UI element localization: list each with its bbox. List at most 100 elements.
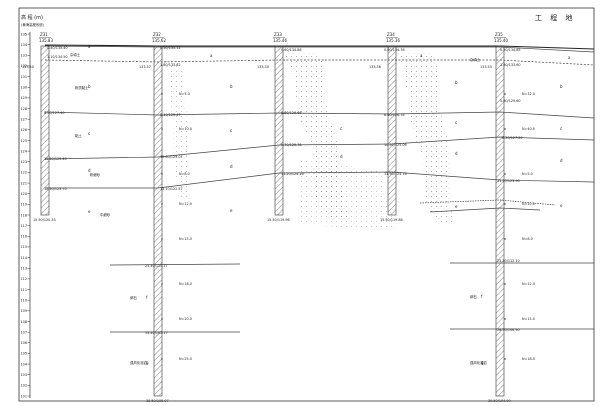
side-elevation-mark: 133.30	[257, 65, 269, 69]
spt-sample-marker	[504, 173, 506, 175]
stratum-label-c: c	[230, 128, 232, 133]
spt-n-value: 20.0	[184, 317, 192, 321]
stratum-label-d: d	[88, 168, 91, 173]
borehole-id: Z31	[40, 32, 48, 37]
layer-name-mudstone-right: 强风化泥岩	[470, 360, 488, 365]
axis-tick-label: 114	[21, 256, 27, 260]
axis-tick-label: 127	[21, 117, 27, 121]
spt-blow-count: N=10.0	[179, 127, 192, 131]
spt-blow-count: N=10.0	[522, 202, 535, 206]
spt-sample-marker	[161, 318, 163, 320]
stratum-label-a: a	[568, 55, 571, 60]
spt-n-prefix: N=	[179, 237, 185, 241]
borehole-final-depth: 30.50/105.07	[146, 399, 169, 403]
borehole-elevation: 135.83	[39, 38, 53, 43]
borehole-final-depth: 15.50/120.33	[33, 218, 56, 222]
stratum-label-b: b	[230, 84, 233, 89]
strata-texture	[165, 52, 455, 230]
axis-tick-label: 102	[21, 384, 27, 388]
borehole-id: Z33	[274, 32, 282, 37]
axis-tick-label: 119	[21, 203, 27, 207]
stratum-boundaries	[44, 45, 595, 333]
layer-name-gravel-right: 卵石	[470, 294, 477, 299]
stratum-label-d: d	[230, 164, 233, 169]
axis-tick-label: 131	[21, 75, 27, 79]
axis-tick-label: 105	[21, 352, 27, 356]
borehole-final-depth: 15.50/119.86	[380, 218, 403, 222]
spt-blow-count: N=18.0	[522, 357, 535, 361]
borehole-elevation: 135.62	[152, 38, 166, 43]
axis-tick-label: 132	[21, 64, 27, 68]
spt-blow-count: N=12.0	[522, 282, 535, 286]
axis-tick-label: 113	[21, 267, 27, 271]
spt-sample-marker	[161, 203, 163, 205]
spt-n-prefix: N=	[522, 127, 528, 131]
spt-n-prefix: N=	[522, 172, 528, 176]
axis-tick-label: 116	[21, 235, 27, 239]
spt-sample-marker	[161, 128, 163, 130]
depth-note-z31: 12.50/123.70	[44, 187, 67, 191]
spt-n-value: 10.0	[184, 127, 192, 131]
spt-n-value: 25.0	[184, 357, 192, 361]
axis-tick-label: 129	[21, 96, 27, 100]
axis-tick-label: 112	[21, 277, 27, 281]
axis-tick-label: 122	[21, 171, 27, 175]
spt-sample-marker	[161, 283, 163, 285]
axis-tick-label: 134	[21, 43, 27, 47]
spt-n-value: 8.0	[527, 237, 532, 241]
spt-blow-count: N=15.0	[522, 317, 535, 321]
stratum-label-d: d	[340, 154, 343, 159]
layer-name-gravel: 卵石	[130, 295, 137, 300]
stratum-label-f: f	[146, 295, 148, 300]
borehole-column	[495, 45, 505, 397]
spt-n-value: 15.0	[184, 237, 192, 241]
side-elevation-mark: 133.36	[369, 65, 381, 69]
depth-note-z31: 1.10/134.50	[47, 55, 68, 59]
axis-tick-label: 104	[21, 362, 27, 366]
side-elevation-mark: 133.57	[139, 65, 151, 69]
depth-note-z34: 8.60/126.76	[384, 113, 405, 117]
spt-n-prefix: N=	[179, 317, 185, 321]
depth-note-z34: 11.90/124.76	[384, 172, 407, 176]
side-elevation-mark: 133.55	[480, 65, 492, 69]
spt-n-prefix: N=	[179, 172, 185, 176]
spt-sample-marker	[504, 93, 506, 95]
spt-blow-count: N=32.0	[522, 92, 535, 96]
borehole-elevation: 135.40	[494, 38, 508, 43]
depth-note-z35: 11.50/123.90	[497, 179, 520, 183]
axis-tick-label: 109	[21, 309, 27, 313]
layer-name-clay: 黏土	[75, 133, 82, 138]
spt-sample-marker	[161, 93, 163, 95]
spt-blow-count: N=18.0	[179, 282, 192, 286]
depth-note-z32: 13.10/122.57	[160, 187, 183, 191]
axis-tick-label: 126	[21, 128, 27, 132]
depth-note-z35: 1.80/133.60	[500, 63, 521, 67]
layer-name-medium-sand: 中细砂	[100, 212, 111, 217]
axis-tick-label: 124	[21, 149, 27, 153]
borehole-id: Z32	[153, 32, 161, 37]
stratum-label-b: b	[560, 84, 563, 89]
depth-note-z32: 0.50/135.12	[160, 46, 181, 50]
axis-tick-label: 123	[21, 160, 27, 164]
borehole-column	[40, 45, 50, 216]
spt-sample-marker	[504, 203, 506, 205]
axis-tick-label: 125	[21, 139, 27, 143]
layer-name-mudstone: 强风化泥岩	[130, 360, 148, 365]
spt-n-prefix: N=	[522, 237, 528, 241]
spt-n-prefix: N=	[179, 202, 185, 206]
borehole-column	[153, 45, 163, 397]
axis-tick-label: 110	[21, 298, 27, 302]
stratum-label-g: g	[146, 360, 149, 365]
spt-blow-count: N=5.0	[522, 172, 533, 176]
axis-tick-label: 106	[21, 341, 27, 345]
axis-tick-label: 101	[21, 394, 27, 398]
spt-sample-marker	[161, 238, 163, 240]
stratum-label-f: f	[481, 294, 483, 299]
